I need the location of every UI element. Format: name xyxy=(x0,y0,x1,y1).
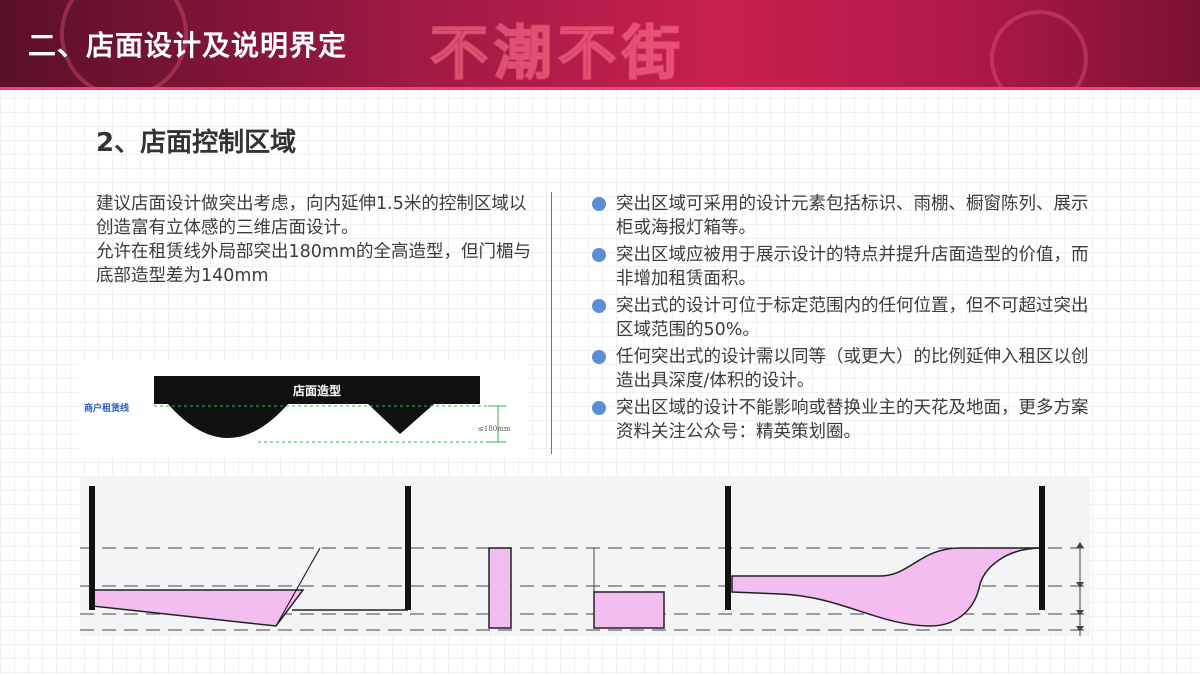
header-accent-line xyxy=(0,87,1200,90)
list-item-text: 突出区域的设计不能影响或替换业主的天花及地面，更多方案资料关注公众号：精英策划圈… xyxy=(616,398,1089,442)
slope-line xyxy=(275,547,321,627)
bullet-dot-icon xyxy=(592,350,606,364)
rule-list: 突出区域可采用的设计元素包括标识、雨棚、橱窗陈列、展示柜或海报灯箱等。 突出区域… xyxy=(590,192,1100,447)
paragraph: 允许在租赁线外局部突出180mm的全高造型，但门楣与底部造型差为140mm xyxy=(96,242,531,286)
list-item-text: 突出式的设计可位于标定范围内的任何位置，但不可超过突出区域范围的50%。 xyxy=(616,296,1089,340)
header-decor-ring xyxy=(990,10,1088,90)
wall-post xyxy=(89,486,95,610)
list-item-text: 突出区域应被用于展示设计的特点并提升店面造型的价值，而非增加租赁面积。 xyxy=(616,245,1089,289)
arrow-down-icon xyxy=(1076,626,1084,632)
arrow-down-icon xyxy=(1076,582,1084,588)
header-decor-text: 不潮不街 xyxy=(429,18,687,88)
wall-post xyxy=(405,486,411,610)
header-decor-ring xyxy=(60,0,188,90)
paragraph: 建议店面设计做突出考虑，向内延伸1.5米的控制区域以创造富有立体感的三维店面设计… xyxy=(96,194,527,238)
arrow-up-icon xyxy=(1076,542,1084,548)
bullet-dot-icon xyxy=(592,299,606,313)
projection-fill-shape xyxy=(91,589,305,627)
facade-diagram-svg: 店面造型 商户租赁线 ≤180mm xyxy=(84,376,511,443)
wall-post xyxy=(725,486,731,610)
projection-fill-shape xyxy=(488,547,512,629)
list-item: 突出区域应被用于展示设计的特点并提升店面造型的价值，而非增加租赁面积。 xyxy=(590,243,1100,291)
list-item: 突出式的设计可位于标定范围内的任何位置，但不可超过突出区域范围的50%。 xyxy=(590,294,1100,342)
projection-fill-shape xyxy=(731,547,1043,627)
bullet-dot-icon xyxy=(592,248,606,262)
bullet-dot-icon xyxy=(592,197,606,211)
dimension-label: ≤180mm xyxy=(478,425,511,433)
wall-post xyxy=(1039,486,1045,610)
lease-line-label: 商户租赁线 xyxy=(84,402,129,414)
bullet-dot-icon xyxy=(592,401,606,415)
list-item: 任何突出式的设计需以同等（或更大）的比例延伸入租区以创造出具深度/体积的设计。 xyxy=(590,345,1100,393)
projection-section-svg xyxy=(80,486,1090,636)
facade-diagram: 店面造型 商户租赁线 ≤180mm xyxy=(78,362,528,454)
facade-triangle-shape xyxy=(368,404,434,434)
list-item-text: 任何突出式的设计需以同等（或更大）的比例延伸入租区以创造出具深度/体积的设计。 xyxy=(616,347,1089,391)
projection-section-diagram xyxy=(80,476,1090,636)
list-item-text: 突出区域可采用的设计元素包括标识、雨棚、橱窗陈列、展示柜或海报灯箱等。 xyxy=(616,194,1089,238)
section-subtitle: 2、店面控制区域 xyxy=(96,128,297,158)
page-title: 二、店面设计及说明界定 xyxy=(28,29,348,62)
facade-top-bar xyxy=(154,376,480,404)
facade-arc-shape xyxy=(168,404,288,438)
left-description: 建议店面设计做突出考虑，向内延伸1.5米的控制区域以创造富有立体感的三维店面设计… xyxy=(96,192,536,288)
list-item: 突出区域可采用的设计元素包括标识、雨棚、橱窗陈列、展示柜或海报灯箱等。 xyxy=(590,192,1100,240)
arrow-down-icon xyxy=(1076,610,1084,616)
list-item: 突出区域的设计不能影响或替换业主的天花及地面，更多方案资料关注公众号：精英策划圈… xyxy=(590,396,1100,444)
header-banner: 不潮不街 二、店面设计及说明界定 xyxy=(0,0,1200,90)
facade-shape-label: 店面造型 xyxy=(293,383,341,398)
column-divider xyxy=(551,192,552,454)
projection-fill-shape xyxy=(593,591,665,629)
